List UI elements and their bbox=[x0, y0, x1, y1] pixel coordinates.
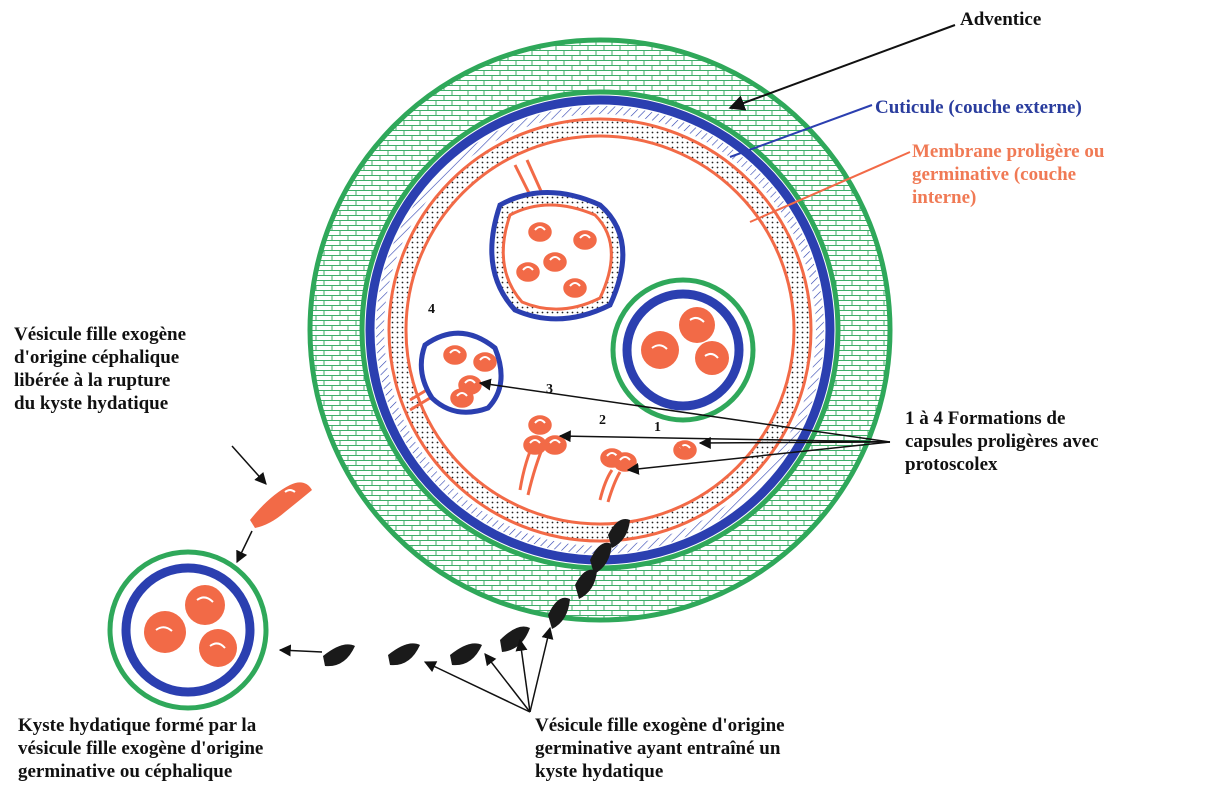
capsule-number-4: 4 bbox=[428, 302, 435, 318]
capsule-number-3: 3 bbox=[546, 382, 553, 398]
label-adventice: Adventice bbox=[960, 8, 1041, 31]
brood-capsule-1 bbox=[674, 441, 696, 459]
label-membrane-line-3: interne) bbox=[912, 186, 1194, 209]
main-cyst bbox=[310, 40, 890, 620]
label-formations-line-2: capsules proligères avec bbox=[905, 430, 1182, 453]
label-vesicule-cephalique: Vésicule fille exogène d'origine céphali… bbox=[14, 323, 254, 415]
label-kyste-forme: Kyste hydatique formé par la vésicule fi… bbox=[18, 714, 348, 783]
label-vesicule-germinative: Vésicule fille exogène d'origine germina… bbox=[535, 714, 895, 783]
label-kyste-forme-line-3: germinative ou céphalique bbox=[18, 760, 348, 783]
label-kyste-forme-line-2: vésicule fille exogène d'origine bbox=[18, 737, 348, 760]
label-formations-line-1: 1 à 4 Formations de bbox=[905, 407, 1182, 430]
label-membrane: Membrane proligère ou germinative (couch… bbox=[912, 140, 1194, 209]
label-kyste-forme-line-1: Kyste hydatique formé par la bbox=[18, 714, 348, 737]
label-vesicule-cephalique-line-2: d'origine céphalique bbox=[14, 346, 254, 369]
label-formations: 1 à 4 Formations de capsules proligères … bbox=[905, 407, 1182, 476]
capsule-number-1: 1 bbox=[654, 420, 661, 436]
label-vesicule-cephalique-line-1: Vésicule fille exogène bbox=[14, 323, 254, 346]
label-vesicule-cephalique-line-4: du kyste hydatique bbox=[14, 392, 254, 415]
label-vesicule-germinative-line-1: Vésicule fille exogène d'origine bbox=[535, 714, 895, 737]
brood-capsule-4 bbox=[410, 333, 501, 412]
label-membrane-line-2: germinative (couche bbox=[912, 163, 1194, 186]
formed-hydatid-cyst bbox=[110, 552, 266, 708]
internal-daughter-vesicle bbox=[613, 280, 753, 420]
label-vesicule-germinative-line-2: germinative ayant entraîné un bbox=[535, 737, 895, 760]
label-cuticule: Cuticule (couche externe) bbox=[875, 96, 1082, 119]
label-vesicule-germinative-line-3: kyste hydatique bbox=[535, 760, 895, 783]
label-formations-line-3: protoscolex bbox=[905, 453, 1182, 476]
cephalic-exogenous-vesicle bbox=[250, 482, 312, 528]
label-membrane-line-1: Membrane proligère ou bbox=[912, 140, 1194, 163]
label-vesicule-cephalique-line-3: libérée à la rupture bbox=[14, 369, 254, 392]
capsule-number-2: 2 bbox=[599, 413, 606, 429]
